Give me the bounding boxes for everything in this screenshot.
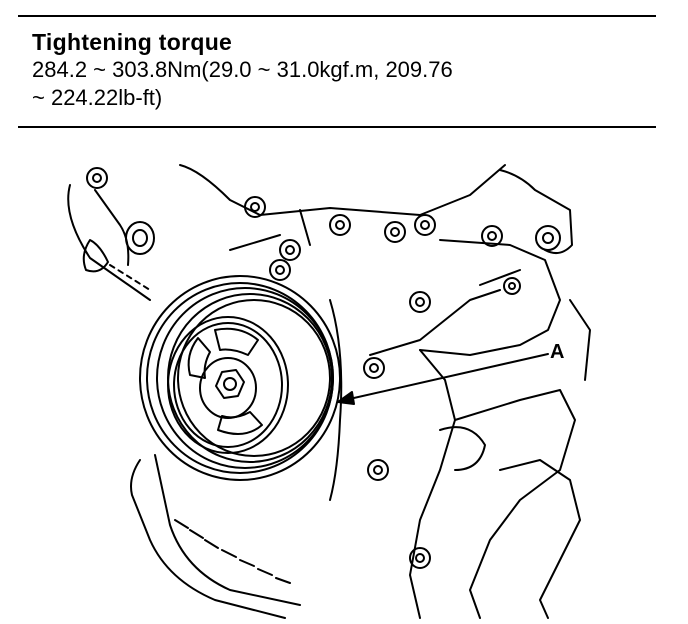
crankshaft-pulley-illustration: A: [67, 164, 591, 619]
timing-cover-outline: [67, 184, 301, 619]
spec-title: Tightening torque: [32, 29, 233, 55]
engine-block-outline: [179, 164, 591, 619]
spec-value-line-1: 284.2 ~ 303.8Nm(29.0 ~ 31.0kgf.m, 209.76: [32, 57, 453, 82]
crankshaft-pulley: [139, 275, 341, 481]
bottom-rule: [18, 126, 656, 128]
top-rule: [18, 15, 656, 17]
torque-spec: Tightening torque 284.2 ~ 303.8Nm(29.0 ~…: [32, 28, 652, 112]
callout-label: A: [550, 341, 564, 363]
spec-value-line-2: ~ 224.22lb-ft): [32, 85, 163, 110]
bolts: [86, 167, 561, 569]
callout-arrow: [337, 353, 549, 405]
